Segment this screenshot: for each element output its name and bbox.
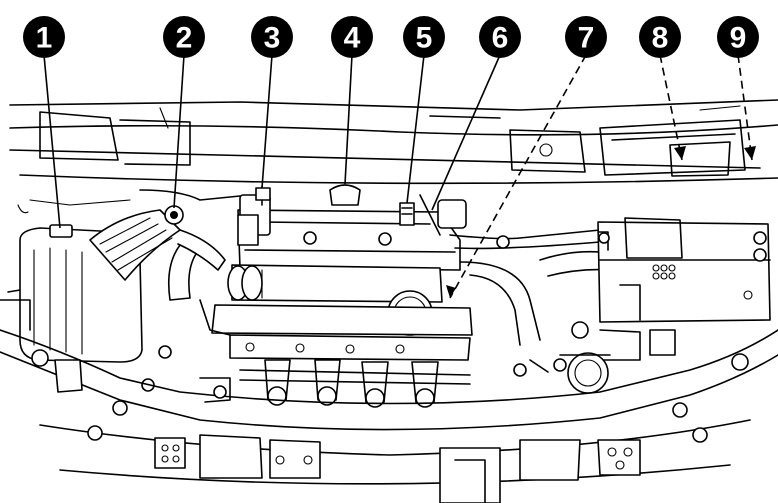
- engine-block: [141, 184, 473, 408]
- leader-line-2: [173, 54, 185, 209]
- callout-label-5: 5: [416, 22, 433, 55]
- bulkhead: [9, 99, 778, 185]
- leader-lines: [43, 54, 756, 299]
- callout-label-8: 8: [652, 22, 669, 55]
- callout-2: 2: [163, 16, 205, 58]
- callout-label-1: 1: [36, 22, 53, 55]
- callout-label-4: 4: [344, 22, 361, 55]
- leader-line-4: [344, 54, 353, 185]
- leader-line-9: [737, 54, 753, 161]
- callout-5: 5: [403, 16, 445, 58]
- callout-9: 9: [717, 16, 759, 58]
- hoses-right: [449, 229, 611, 346]
- callout-6: 6: [479, 16, 521, 58]
- leader-line-8: [659, 54, 683, 161]
- leader-line-3: [261, 54, 273, 189]
- brake-reservoir: [513, 321, 611, 394]
- callout-label-3: 3: [264, 22, 281, 55]
- leader-line-5: [406, 54, 425, 204]
- leader-line-6: [431, 54, 501, 211]
- callout-label-6: 6: [492, 22, 509, 55]
- leader-line-1: [43, 54, 61, 229]
- callout-label-2: 2: [176, 22, 193, 55]
- front-cross-member: [0, 299, 778, 503]
- callout-7: 7: [565, 16, 607, 58]
- leader-line-7: [449, 54, 587, 299]
- callout-4: 4: [331, 16, 373, 58]
- callout-label-7: 7: [578, 22, 595, 55]
- battery: [597, 217, 771, 361]
- callout-1: 1: [23, 16, 65, 58]
- callout-8: 8: [639, 16, 681, 58]
- callout-badges: 1 2 3 4 5 6 7 8: [23, 16, 759, 58]
- callout-label-9: 9: [730, 22, 747, 55]
- callout-3: 3: [251, 16, 293, 58]
- air-intake-hose: [17, 189, 241, 281]
